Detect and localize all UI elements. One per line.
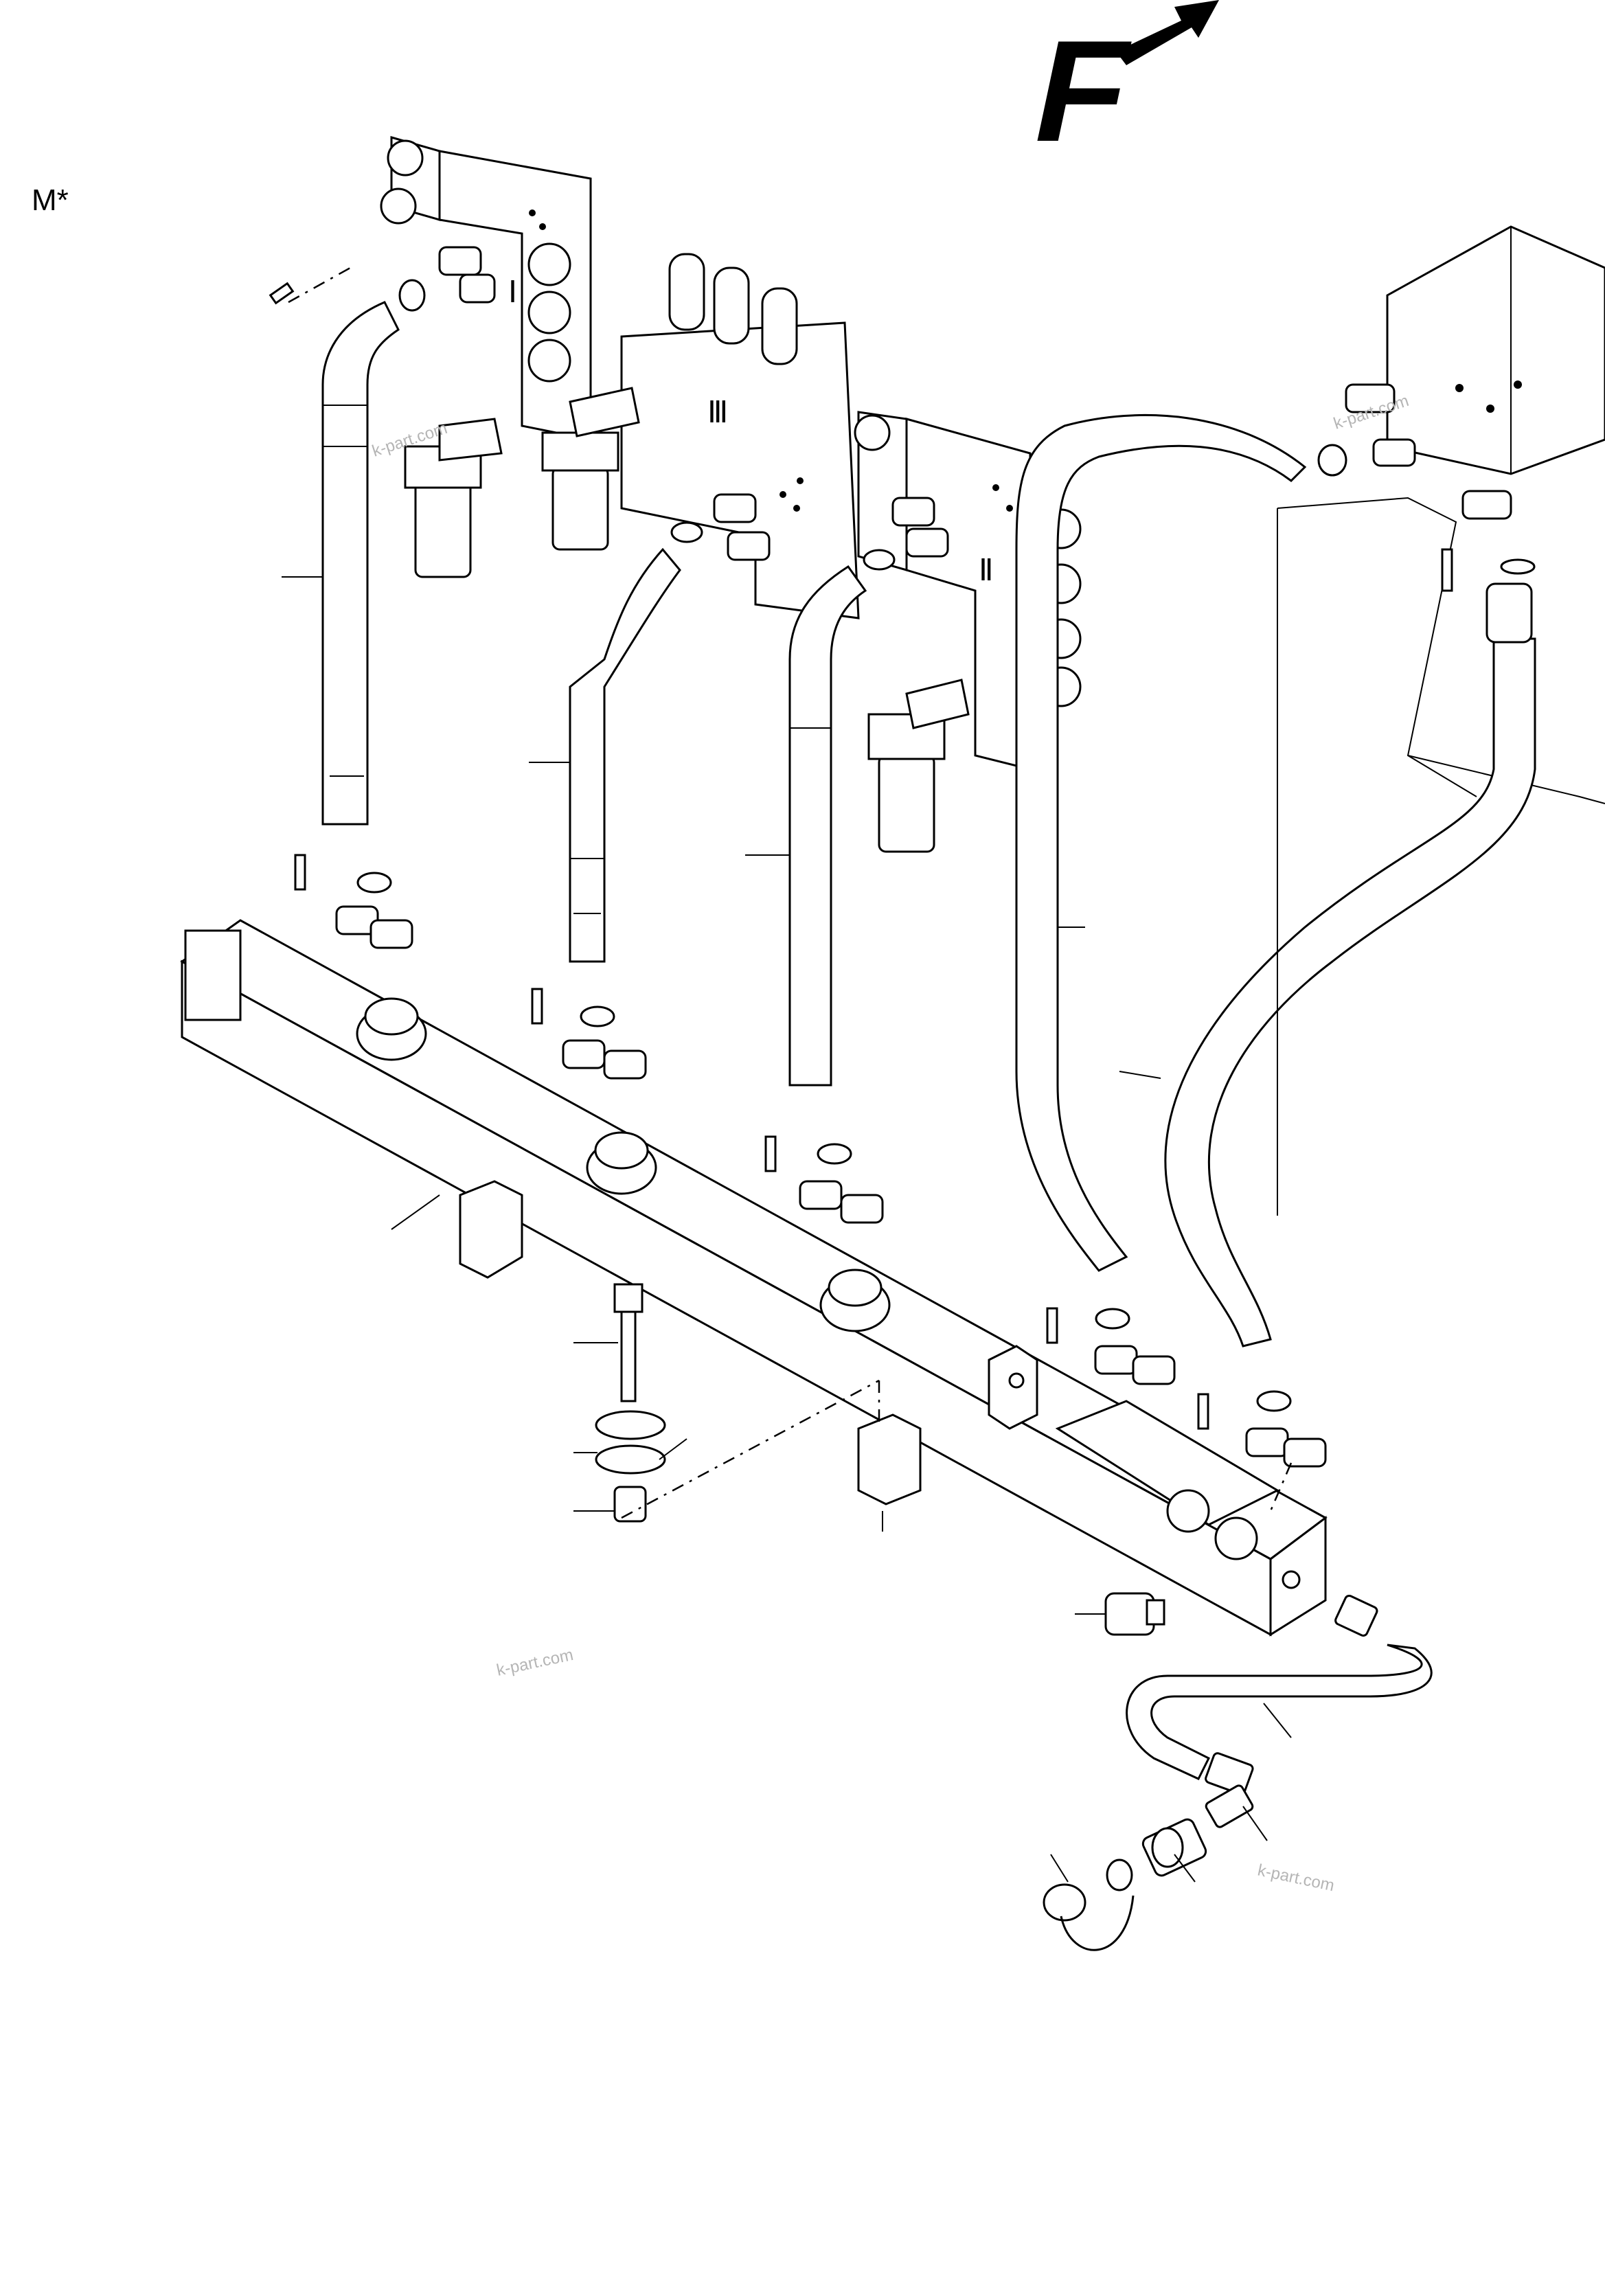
watermark-4: k-part.com <box>1256 1861 1336 1895</box>
filter-1 <box>404 418 503 578</box>
manifold-beam <box>180 919 1328 1637</box>
direction-label: F <box>1021 10 1143 171</box>
bolt-washer-stack <box>595 1283 666 1523</box>
watermark-3: k-part.com <box>495 1646 575 1680</box>
leader-lines <box>282 508 1292 1883</box>
direction-indicator: F <box>1021 0 1219 172</box>
beam-flange-1 <box>356 997 427 1061</box>
valve-label-1: Ⅰ <box>508 275 517 309</box>
lower-hose <box>1126 1594 1433 1828</box>
hose-1 <box>321 301 400 826</box>
valve-block-3: Ⅲ <box>620 253 860 620</box>
hose-2 <box>569 547 681 963</box>
corner-label: M* <box>32 183 69 217</box>
mounting-block-1 <box>459 1180 523 1279</box>
beam-flange-3 <box>819 1269 891 1332</box>
filter-3 <box>867 679 970 853</box>
filter-2 <box>541 387 640 551</box>
beam-flange-2 <box>586 1131 657 1195</box>
mounting-block-2 <box>857 1413 922 1505</box>
hose-4 <box>1015 413 1307 1272</box>
upper-right-block <box>1277 225 1605 804</box>
alignment-lines <box>288 266 1293 1519</box>
dust-cap <box>1043 1859 1135 1951</box>
quick-coupling <box>1141 1818 1207 1877</box>
valve-block-2: Ⅱ <box>854 411 1082 771</box>
hose-5 <box>1164 582 1536 1348</box>
mounting-block-3 <box>988 1345 1038 1430</box>
direction-arrow-icon <box>1116 0 1219 65</box>
split-flange-sets <box>269 246 1536 1468</box>
beam-ports <box>1055 1400 1280 1560</box>
valve-label-2: Ⅱ <box>979 554 994 587</box>
plug <box>1104 1592 1165 1636</box>
valve-block-1: Ⅰ <box>380 136 592 441</box>
hose-3 <box>788 565 867 1087</box>
valve-label-3: Ⅲ <box>707 396 728 429</box>
